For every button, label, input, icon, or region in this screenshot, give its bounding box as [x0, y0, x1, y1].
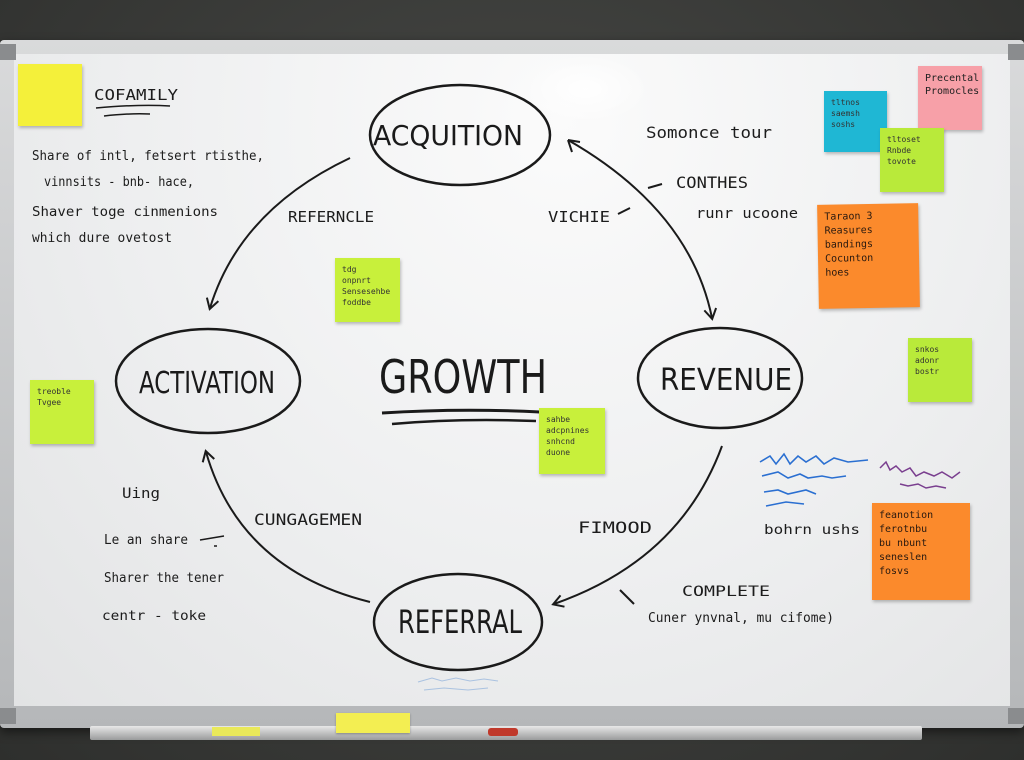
- sticky-note: sahbe adcpnines snhcnd duone: [539, 408, 605, 474]
- revenue-ellipse: [636, 326, 804, 430]
- heading-top-left: COFAMILY: [94, 86, 178, 104]
- tray-note: [336, 713, 410, 733]
- faint-blue-scribble: [417, 677, 499, 691]
- left-bottom-line-2: Le an share: [104, 533, 188, 548]
- blue-ink-scribble: [759, 452, 869, 507]
- sticky-note-text: snkos adonr bostr: [915, 345, 940, 376]
- stage-label-acquisition: ACQUITION: [373, 119, 523, 152]
- left-bottom-line-1: Uing: [122, 486, 160, 502]
- left-bottom-line-4: centr - toke: [102, 609, 206, 624]
- sticky-note: snkos adonr bostr: [908, 338, 972, 402]
- bottom-right-line-1: COMPLETE: [682, 584, 770, 600]
- purple-ink-scribble: [879, 460, 961, 489]
- sticky-note-text: feanotion ferotnbu bu nbunt seneslen fos…: [879, 510, 934, 577]
- sticky-note-text: tdg onpnrt Sensesehbe foddbe: [342, 265, 391, 307]
- sticky-note: Taraon 3 Reasures bandings Cocunton hoes: [817, 203, 920, 309]
- bottom-right-line-2: Cuner ynvnal, mu cifome): [648, 611, 834, 626]
- stage-label-referral: REFERRAL: [398, 603, 522, 641]
- right-middle-line-1: bohrn ushs: [764, 523, 860, 538]
- left-bottom-line-3: Sharer the tener: [104, 571, 224, 586]
- arrow-label-revenue-referral: FIMOOD: [578, 518, 652, 537]
- dash-mark: [199, 535, 225, 547]
- sticky-note: treoble Tvgee: [30, 380, 94, 444]
- top-right-line-3: runr ucoone: [696, 206, 798, 222]
- arrow-acquisition-to-activation: [205, 157, 351, 311]
- sticky-note: tltnos saemsh soshs: [824, 91, 887, 152]
- top-right-line-1: Somonce tour: [646, 123, 772, 142]
- frame-corner: [1008, 44, 1024, 60]
- sticky-note-text: sahbe adcpnines snhcnd duone: [546, 415, 590, 457]
- arrow-revenue-to-referral: [551, 445, 723, 608]
- arrow-label-activation-referral: CUNGAGEMEN: [254, 510, 362, 529]
- growth-underline-2: [391, 418, 537, 426]
- arrow-label-acquisition-activation: REFERNCLE: [288, 208, 374, 226]
- growth-underline: [381, 408, 541, 415]
- center-label-growth: GROWTH: [379, 350, 547, 404]
- left-note-line-2: vinnsits - bnb- hace,: [44, 175, 194, 190]
- tray-note: [212, 727, 260, 736]
- acquisition-ellipse: [368, 83, 552, 187]
- left-note-line-4: which dure ovetost: [32, 231, 172, 246]
- arrow-referral-to-activation: [201, 449, 371, 603]
- red-marker: [488, 728, 518, 736]
- sticky-note-text: treoble Tvgee: [37, 387, 71, 407]
- whiteboard-surface: [14, 54, 1010, 706]
- frame-corner: [0, 708, 16, 724]
- heading-underline: [95, 104, 171, 117]
- sticky-note-text: Precental Promocles: [925, 73, 980, 97]
- sticky-note-text: Taraon 3 Reasures bandings Cocunton hoes: [824, 210, 874, 279]
- dash-mark: [619, 589, 635, 605]
- stage-label-activation: ACTIVATION: [139, 366, 275, 401]
- arrow-revenue-to-acquisition: [567, 139, 718, 321]
- arrow-label-acquisition-revenue: VICHIE: [548, 208, 610, 226]
- sticky-note: tltoset Rnbde tovote: [880, 128, 944, 192]
- frame-corner: [1008, 708, 1024, 724]
- sticky-note-text: tltoset Rnbde tovote: [887, 135, 921, 166]
- frame-corner: [0, 44, 16, 60]
- left-note-line-3: Shaver toge cinmenions: [32, 205, 218, 220]
- left-note-line-1: Share of intl, fetsert rtisthe,: [32, 149, 264, 164]
- sticky-note: feanotion ferotnbu bu nbunt seneslen fos…: [872, 503, 970, 600]
- top-right-line-2: CONTHES: [676, 173, 748, 192]
- sticky-note: [18, 64, 82, 126]
- dash-mark: [617, 207, 631, 215]
- sticky-note-text: tltnos saemsh soshs: [831, 98, 860, 129]
- referral-ellipse: [372, 572, 544, 672]
- stage-label-revenue: REVENUE: [660, 363, 792, 398]
- arrow-head-acquisition: [567, 139, 581, 153]
- activation-ellipse: [114, 327, 302, 435]
- dash-mark: [647, 183, 663, 189]
- sticky-note: tdg onpnrt Sensesehbe foddbe: [335, 258, 400, 322]
- sticky-note: Precental Promocles: [918, 66, 982, 130]
